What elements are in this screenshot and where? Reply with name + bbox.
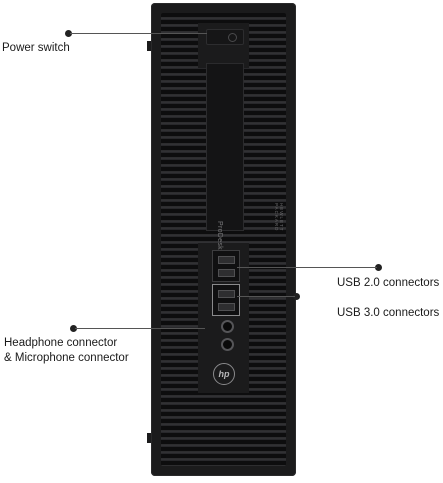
- headphone-label-line1: Headphone connector: [4, 337, 118, 349]
- usb2-dot: [375, 264, 382, 271]
- headphone-jack[interactable]: [221, 320, 234, 333]
- microphone-jack[interactable]: [221, 338, 234, 351]
- model-label: ProDesk: [216, 221, 223, 250]
- usb2-label: USB 2.0 connectors: [337, 277, 440, 289]
- headphone-line: [75, 328, 205, 329]
- usb3-dot: [293, 293, 300, 300]
- hp-prodesk-tower: ProDesk HEWLETT PACKARD hp: [147, 3, 296, 476]
- usb3-ports: [212, 284, 240, 316]
- power-switch-line: [70, 33, 207, 34]
- usb2-ports: [212, 250, 240, 282]
- usb2-port-2[interactable]: [218, 269, 235, 277]
- usb3-line: [237, 296, 295, 297]
- usb3-port-2[interactable]: [218, 303, 235, 311]
- power-switch[interactable]: [206, 29, 244, 45]
- front-port-panel: [203, 250, 245, 362]
- case-notch-bottom: [147, 433, 151, 443]
- power-switch-dot: [65, 30, 72, 37]
- brand-side-label: HEWLETT PACKARD: [274, 203, 284, 232]
- optical-drive-bay: [206, 63, 244, 231]
- usb3-label: USB 3.0 connectors: [337, 307, 440, 319]
- usb2-port-1[interactable]: [218, 256, 235, 264]
- power-switch-label: Power switch: [2, 42, 70, 54]
- usb3-port-1[interactable]: [218, 290, 235, 298]
- hp-logo: hp: [213, 363, 235, 385]
- case-notch-top: [147, 41, 151, 51]
- power-icon: [228, 33, 237, 42]
- headphone-label-line2: & Microphone connector: [4, 352, 129, 364]
- usb2-line: [237, 267, 377, 268]
- headphone-dot: [70, 325, 77, 332]
